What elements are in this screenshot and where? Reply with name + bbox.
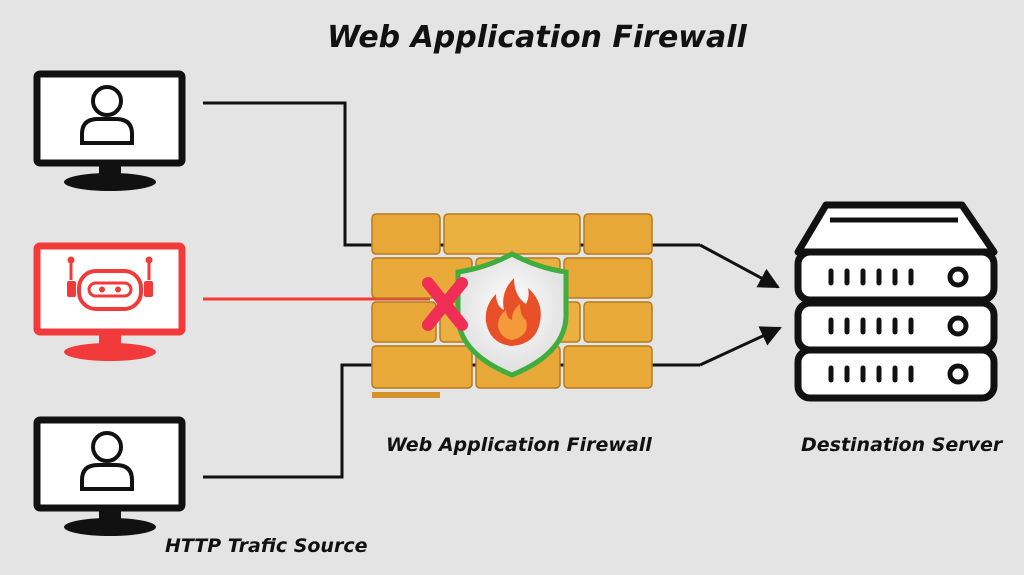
server-rack-icon bbox=[794, 201, 998, 402]
connector-waf-to-server-bottom bbox=[699, 326, 782, 367]
blocked-x-icon bbox=[422, 277, 468, 331]
connector-waf-to-server-top bbox=[699, 243, 780, 289]
firewall-label: Web Application Firewall bbox=[386, 434, 652, 456]
source-monitor-user-2 bbox=[33, 416, 186, 536]
user-icon bbox=[80, 431, 134, 491]
user-icon bbox=[80, 85, 134, 145]
source-monitor-user-1 bbox=[33, 70, 186, 191]
shield-flame-icon bbox=[455, 251, 569, 378]
source-monitor-bot bbox=[33, 242, 186, 361]
traffic-source-label: HTTP Trafic Source bbox=[165, 535, 368, 557]
diagram-title: Web Application Firewall bbox=[327, 20, 747, 55]
destination-server-label: Destination Server bbox=[801, 434, 1003, 456]
bot-icon bbox=[67, 256, 153, 311]
